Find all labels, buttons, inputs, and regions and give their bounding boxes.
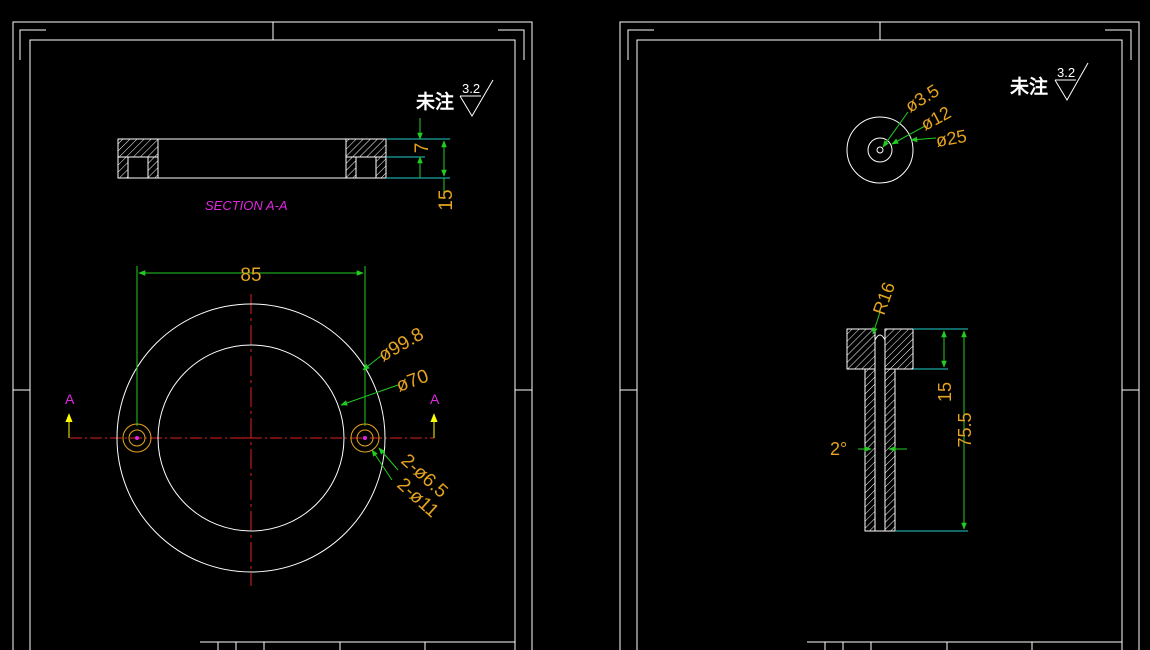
hole-center-mark [363, 436, 367, 440]
side-view: R16 15 75.5 2° [830, 279, 975, 532]
outer-diameter-dimension: ø99.8 [375, 324, 428, 366]
right-drawing-sheet: 未注 3.2 ø3.5 ø12 ø25 [619, 21, 1140, 650]
inner-diameter-dimension: ø70 [394, 366, 432, 397]
stem-hatch-right [884, 368, 896, 532]
section-cut-arrows [65, 413, 438, 438]
section-marker-left: A [65, 391, 75, 407]
center-lines [70, 294, 434, 586]
section-view [117, 118, 450, 195]
taper-angle-dimension: 2° [830, 439, 847, 459]
outer-diameter-dimension: ø25 [934, 126, 968, 151]
top-view-leaders [882, 111, 937, 148]
dimension-label: 7 [412, 143, 433, 154]
flange-outer-circle [116, 303, 386, 573]
roughness-symbol-icon [459, 79, 494, 117]
dimension-lines [136, 266, 399, 481]
top-view-middle-circle [867, 137, 893, 163]
flange-inner-circle [157, 344, 345, 532]
surface-note-text: 未注 [1009, 75, 1048, 98]
section-marker-right: A [430, 391, 440, 407]
roughness-value: 3.2 [1057, 65, 1075, 80]
radius-dimension: R16 [869, 279, 899, 317]
left-sheet-frame [12, 21, 533, 650]
left-drawing-sheet: 未注 3.2 [12, 21, 533, 650]
roughness-value: 3.2 [462, 81, 480, 96]
plan-view: 85 ø99.8 ø70 2-ø6.5 2-ø11 A A [65, 265, 452, 586]
right-sheet-frame [619, 21, 1140, 650]
side-view-dimensions [858, 311, 968, 532]
top-view: ø3.5 ø12 ø25 [846, 80, 968, 184]
head-height-dimension: 15 [935, 382, 955, 402]
head-hatch-right [884, 328, 914, 370]
head-hatch-left [846, 328, 876, 370]
head-radius-arc [874, 334, 886, 341]
total-length-dimension: 75.5 [955, 412, 975, 447]
left-surface-roughness-note: 未注 3.2 [415, 79, 494, 117]
stem-hatch-left [864, 368, 876, 532]
section-title: SECTION A-A [205, 198, 288, 213]
surface-note-text: 未注 [415, 90, 454, 113]
right-surface-roughness-note: 未注 3.2 [1009, 62, 1089, 101]
roughness-symbol-icon [1054, 62, 1089, 101]
hole-center-mark [135, 436, 139, 440]
hole-spacing-dimension: 85 [240, 265, 261, 286]
top-view-bore-circle [876, 146, 884, 154]
top-view-outer-circle [846, 116, 914, 184]
dimension-label: 15 [436, 189, 457, 210]
